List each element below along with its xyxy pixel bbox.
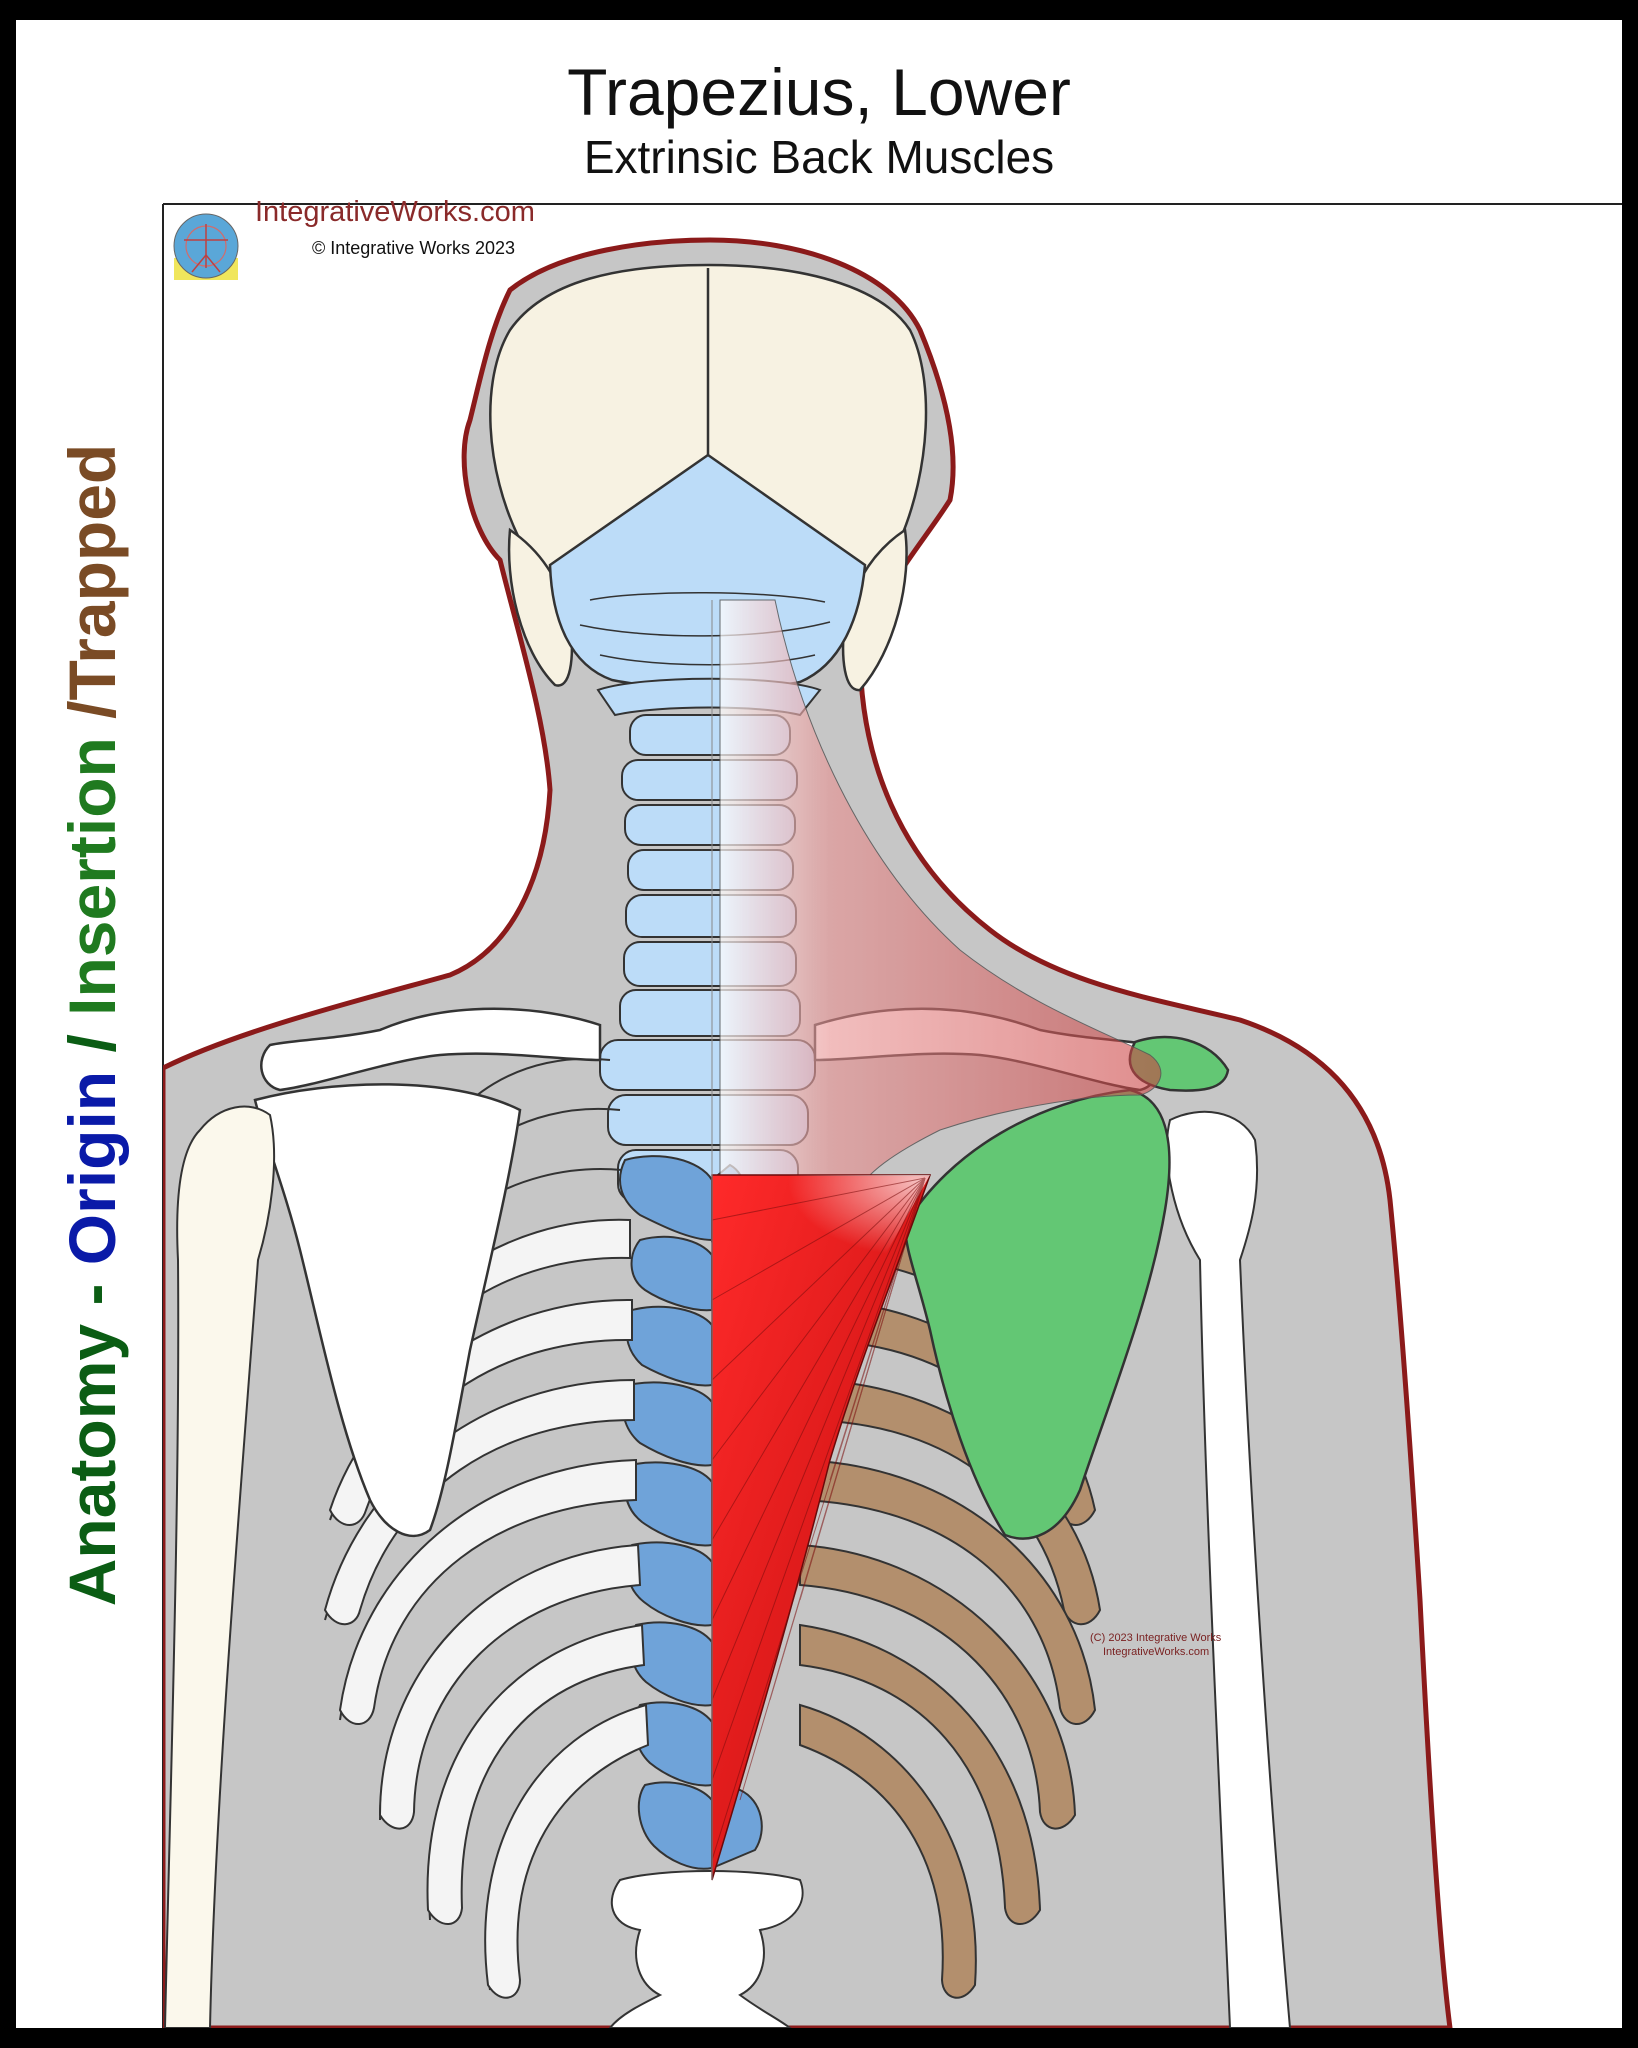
logo [173,213,239,280]
clavicle-left [260,1007,602,1092]
scapula-left [253,1083,522,1538]
watermark-line1: (C) 2023 Integrative Works [1090,1632,1222,1644]
upper-trapezius-faded [719,599,1162,1176]
legend-sidebar: Anatomy - Origin / Insertion /Trapped [42,380,142,1670]
page-title: Trapezius, Lower [567,55,1071,129]
legend-separator: / [55,1015,129,1071]
humerus-right [1165,1110,1292,2028]
humerus-left [163,1105,276,2028]
sacrum [608,1870,804,2028]
lower-trapezius-fibres [711,1177,926,1861]
legend-trapped: /Trapped [55,443,129,738]
watermark-line2: IntegrativeWorks.com [1103,1646,1210,1658]
brand-site: IntegrativeWorks.com [255,196,535,228]
legend-origin: Origin [55,1070,129,1266]
page-subtitle: Extrinsic Back Muscles [583,131,1055,183]
legend-text: Anatomy - Origin / Insertion /Trapped [54,444,130,1606]
legend-insertion: Insertion [55,737,129,1016]
brand-copyright: © Integrative Works 2023 [312,238,516,258]
legend-anatomy: Anatomy - [55,1265,129,1607]
